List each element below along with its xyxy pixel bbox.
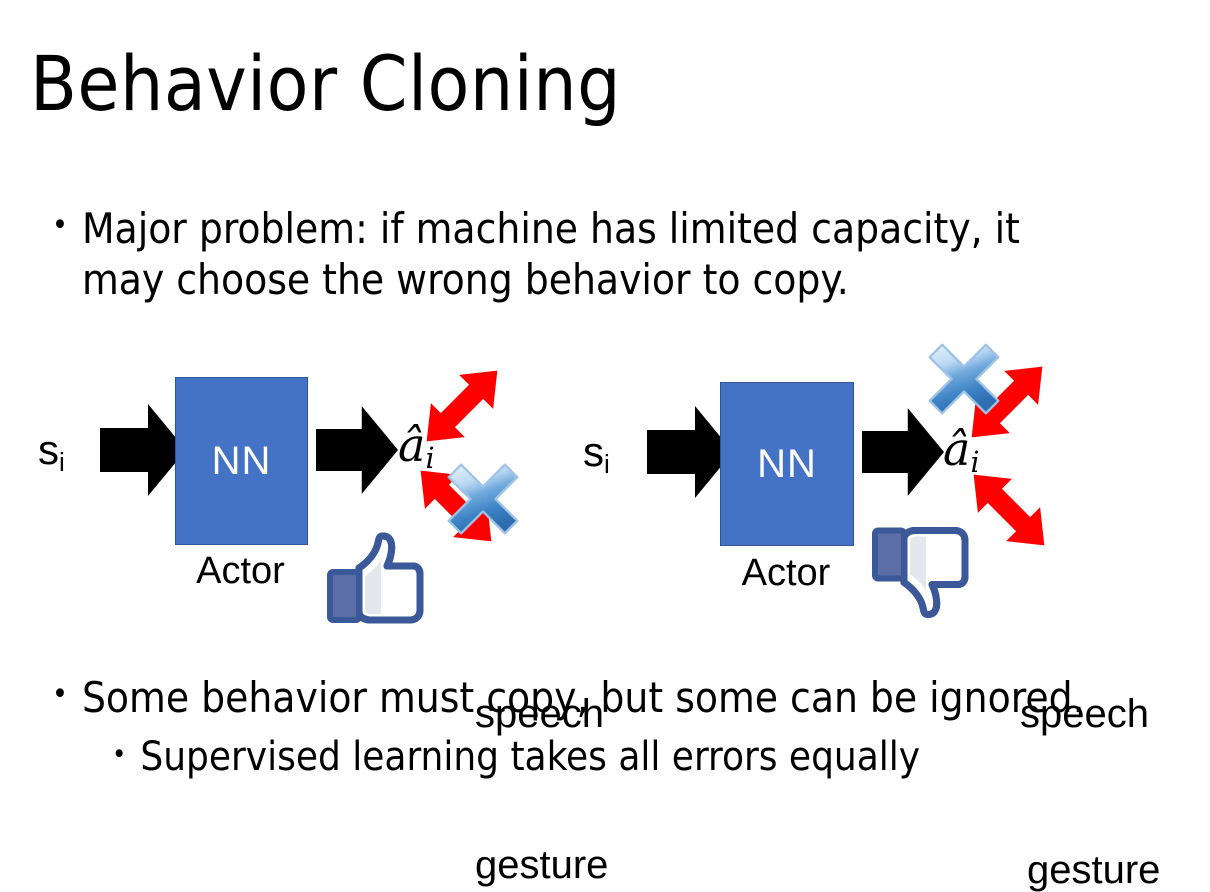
diagram-right-input-label: si	[583, 428, 610, 480]
bullet-glyph: •	[112, 739, 127, 770]
thumbs-down-icon	[870, 525, 970, 620]
diagram-left-gesture-arrow-icon	[402, 452, 510, 560]
diagram-right-gesture-label: gesture	[1027, 848, 1161, 892]
bullet-text: Supervised learning takes all errors equ…	[140, 734, 921, 780]
diagram-left-input-label: si	[38, 426, 65, 478]
diagram-right-speech-arrow-icon	[953, 348, 1061, 456]
diagram-left-output-arrow-icon	[316, 402, 398, 498]
bullet-item-3: • Supervised learning takes all errors e…	[112, 733, 1172, 782]
diagram-left-input-arrow-icon	[100, 400, 186, 500]
diagram-left-gesture-cross-icon	[444, 460, 522, 538]
diagram-left-gesture-label: gesture	[475, 843, 609, 887]
bullet-text: Major problem: if machine has limited ca…	[81, 204, 1020, 305]
diagram-left: si NN Actor âi	[20, 340, 630, 887]
diagram-right-actor-caption: Actor	[741, 552, 831, 594]
diagram-right-output-arrow-icon	[862, 404, 944, 500]
bullet-glyph: •	[52, 208, 68, 243]
diagram-right-nn-label: NN	[757, 441, 817, 486]
page-title: Behavior Cloning	[30, 39, 621, 128]
bullet-item-1: • Major problem: if machine has limited …	[52, 203, 1082, 305]
diagram-right-gesture-arrow-icon	[955, 456, 1063, 564]
bullet-glyph: •	[52, 677, 68, 712]
diagram-left-speech-label: speech	[475, 692, 604, 736]
diagram-right-speech-label: speech	[1020, 692, 1149, 736]
diagram-left-nn-box: NN	[175, 377, 308, 545]
diagram-left-speech-arrow-icon	[408, 352, 516, 460]
diagram-right-speech-cross-icon	[925, 340, 1003, 418]
diagram-left-nn-label: NN	[211, 438, 272, 483]
bullet-item-2: • Some behavior must copy, but some can …	[52, 672, 1162, 723]
diagram-right: si NN Actor âi	[565, 340, 1195, 892]
diagram-right-input-arrow-icon	[647, 402, 733, 502]
diagram-right-output-label: âi	[943, 422, 980, 480]
thumbs-up-icon	[325, 532, 425, 624]
diagram-right-nn-box: NN	[720, 382, 854, 546]
diagram-left-actor-caption: Actor	[196, 550, 285, 592]
bullet-text: Some behavior must copy, but some can be…	[81, 673, 1085, 722]
diagram-left-output-label: âi	[398, 418, 435, 476]
